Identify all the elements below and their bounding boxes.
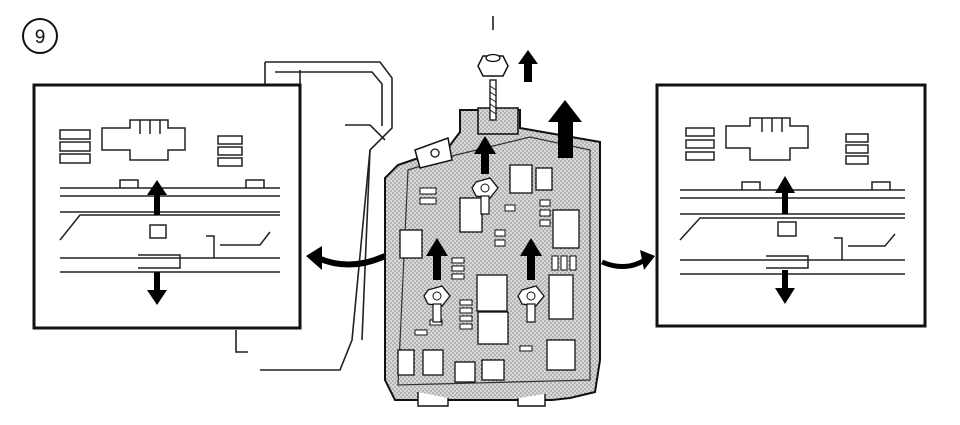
bolt-icon xyxy=(517,285,545,323)
curved-arrow-icon xyxy=(306,246,387,270)
up-arrow-icon xyxy=(474,136,496,174)
down-arrow-icon xyxy=(775,270,795,304)
down-arrow-icon xyxy=(147,272,167,305)
right-detail-inset xyxy=(655,83,927,328)
curved-arrow-icon xyxy=(601,250,655,270)
step-badge: 9 xyxy=(22,18,58,54)
step-number: 9 xyxy=(35,27,46,48)
stud xyxy=(489,16,497,121)
up-arrow-icon xyxy=(426,238,448,280)
up-arrow-icon xyxy=(775,176,795,214)
up-arrow-icon xyxy=(520,238,542,280)
fuse-relay-box xyxy=(384,107,601,407)
up-arrow-icon xyxy=(548,100,582,158)
up-arrow-icon xyxy=(518,50,538,82)
nut-icon xyxy=(477,53,509,77)
left-detail-inset xyxy=(32,83,302,330)
bolt-icon xyxy=(471,177,499,215)
up-arrow-icon xyxy=(147,180,167,215)
bolt-icon xyxy=(423,285,451,323)
